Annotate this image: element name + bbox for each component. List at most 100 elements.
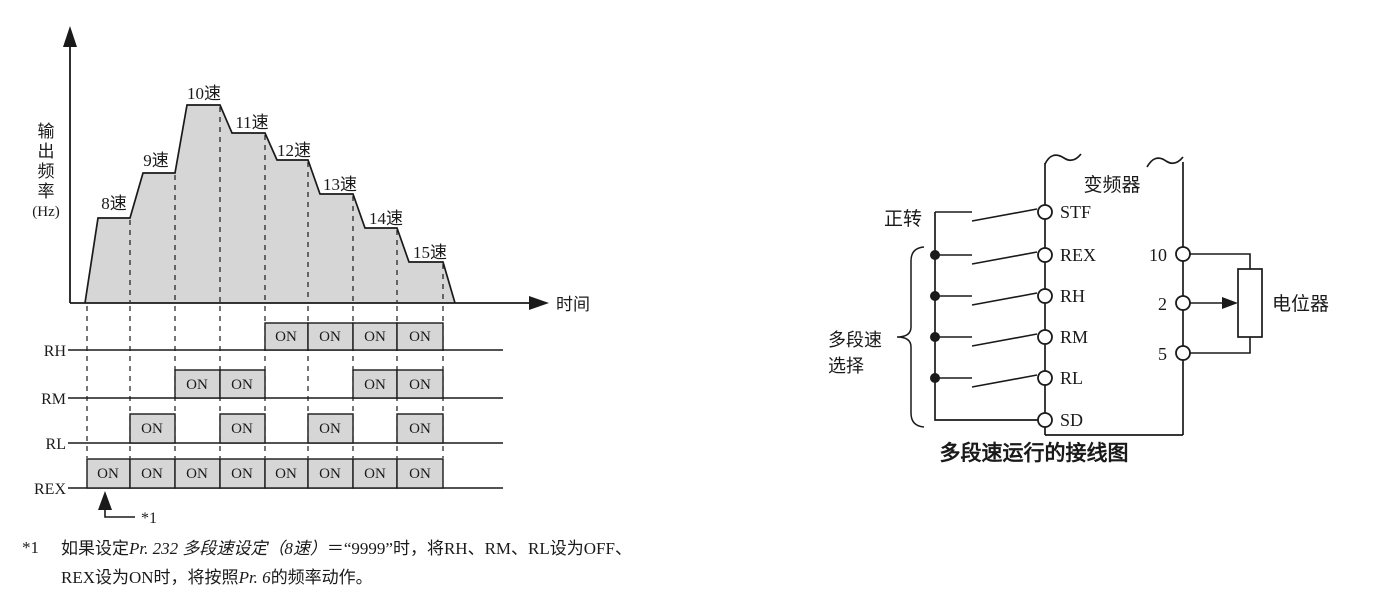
- on-label: ON: [231, 466, 253, 482]
- terminal-label-rex: REX: [1060, 245, 1096, 265]
- terminal-label-2: 2: [1158, 294, 1167, 314]
- on-label: ON: [231, 377, 253, 393]
- footnote-pointer: *1: [98, 491, 157, 527]
- on-label: ON: [319, 421, 341, 437]
- on-label: ON: [364, 377, 386, 393]
- on-label: ON: [364, 329, 386, 345]
- signal-label-rm: RM: [41, 391, 66, 408]
- switch-rh: [935, 292, 1038, 306]
- on-label: ON: [409, 466, 431, 482]
- y-axis-char: 率: [38, 182, 55, 201]
- frequency-staircase-outline: [84, 104, 456, 304]
- y-axis-char: 频: [38, 162, 55, 181]
- terminal-labels: STF REX RH RM RL SD: [1060, 202, 1096, 430]
- step-labels: 8速 9速 10速 11速 12速 13速 14速 15速: [101, 84, 447, 262]
- terminal-label-rm: RM: [1060, 327, 1088, 347]
- footnote-line1-pre: 如果设定: [61, 539, 129, 558]
- forward-rotation-label: 正转: [884, 208, 922, 230]
- on-label: ON: [231, 421, 253, 437]
- x-axis-label: 时间: [556, 295, 590, 314]
- footnote-line2: REX设为ON时，将按照Pr. 6的频率动作。: [61, 563, 632, 592]
- switch-rl: [935, 374, 1038, 388]
- on-label: ON: [409, 329, 431, 345]
- on-label: ON: [319, 466, 341, 482]
- on-box: [396, 322, 444, 351]
- signal-label-rl: RL: [46, 436, 66, 453]
- terminal-label-rl: RL: [1060, 368, 1083, 388]
- on-box: [174, 369, 221, 399]
- footnote-text: 如果设定Pr. 232 多段速设定（8速）＝“9999”时，将RH、RM、RL设…: [61, 534, 632, 592]
- y-axis-arrow-icon: [63, 26, 77, 47]
- on-box: [307, 413, 354, 444]
- y-axis-char: 输: [38, 122, 55, 141]
- on-label: ON: [319, 329, 341, 345]
- on-labels: ON ON ON ON ON ON ON ON ON ON ON ON ON O…: [97, 329, 431, 482]
- step-label: 15速: [413, 243, 447, 262]
- y-axis-char: 出: [38, 142, 55, 161]
- break-tilde-icon: [1146, 156, 1184, 168]
- switch-stf: [935, 208, 1038, 222]
- input-switches: [935, 208, 1038, 388]
- footnote-line2-post: 的频率动作。: [270, 568, 373, 587]
- terminal-circle-rh: [1037, 288, 1053, 304]
- group-brace: [896, 246, 925, 428]
- footnote: *1 如果设定Pr. 232 多段速设定（8速）＝“9999”时，将RH、RM、…: [22, 534, 632, 592]
- on-label: ON: [186, 466, 208, 482]
- on-box: [129, 413, 176, 444]
- footnote-line2-italic: Pr. 6: [238, 568, 271, 587]
- footnote-marker: *1: [22, 538, 39, 557]
- on-box: [219, 458, 266, 489]
- terminal-circle-stf: [1037, 204, 1053, 220]
- terminal-circle-rex: [1037, 247, 1053, 263]
- switch-rex: [935, 251, 1038, 265]
- switch-bus: [934, 212, 1038, 421]
- footnote-line1-italic: Pr. 232 多段速设定（8速）: [129, 539, 327, 558]
- terminal-label-10: 10: [1149, 245, 1167, 265]
- on-box: [352, 369, 398, 399]
- step-label: 8速: [101, 194, 127, 213]
- on-box: [264, 458, 309, 489]
- on-label: ON: [364, 466, 386, 482]
- on-label: ON: [141, 421, 163, 437]
- on-box: [352, 322, 398, 351]
- y-axis-label: 输 出 频 率 (Hz): [32, 122, 59, 220]
- on-label: ON: [186, 377, 208, 393]
- analog-terminal-circles: [1175, 246, 1191, 361]
- on-box: [396, 369, 444, 399]
- on-box: [86, 458, 131, 489]
- on-label: ON: [409, 421, 431, 437]
- wiring-diagram: 变频器: [828, 153, 1329, 465]
- terminal-label-5: 5: [1158, 344, 1167, 364]
- up-arrow-icon: [98, 491, 112, 510]
- axes: [69, 44, 532, 304]
- potentiometer-body: [1237, 268, 1263, 338]
- step-label: 9速: [143, 151, 169, 170]
- signal-label-rex: REX: [34, 481, 66, 498]
- terminal-circles: [1037, 204, 1053, 428]
- terminal-label-stf: STF: [1060, 202, 1091, 222]
- footnote-marker-label: *1: [141, 510, 157, 527]
- on-box: [352, 458, 398, 489]
- on-label: ON: [141, 466, 163, 482]
- multi-speed-select-label-line2: 选择: [828, 356, 864, 376]
- chart-gridlines: [129, 107, 444, 302]
- footnote-line1-post: ＝“9999”时，将RH、RM、RL设为OFF、: [326, 539, 632, 558]
- terminal-circle-2: [1175, 295, 1191, 311]
- footnote-line2-pre: REX设为ON时，将按照: [61, 568, 239, 587]
- on-label: ON: [275, 466, 297, 482]
- switch-rm: [935, 333, 1038, 347]
- inverter-label: 变频器: [1083, 174, 1140, 196]
- step-label: 11速: [235, 113, 268, 132]
- x-axis-arrow-icon: [529, 296, 549, 310]
- step-label: 13速: [323, 175, 357, 194]
- potentiometer-label: 电位器: [1272, 293, 1329, 315]
- terminal-circle-10: [1175, 246, 1191, 262]
- signal-label-rh: RH: [44, 343, 67, 360]
- signal-labels: RH RM RL REX: [34, 343, 66, 498]
- terminal-label-sd: SD: [1060, 410, 1083, 430]
- on-boxes: [86, 322, 444, 489]
- multi-speed-frequency-chart: 输 出 频 率 (Hz) 时间 8速 9速 10速 11速 12速 13速 14…: [32, 26, 590, 527]
- terminal-circle-rl: [1037, 370, 1053, 386]
- on-box: [129, 458, 176, 489]
